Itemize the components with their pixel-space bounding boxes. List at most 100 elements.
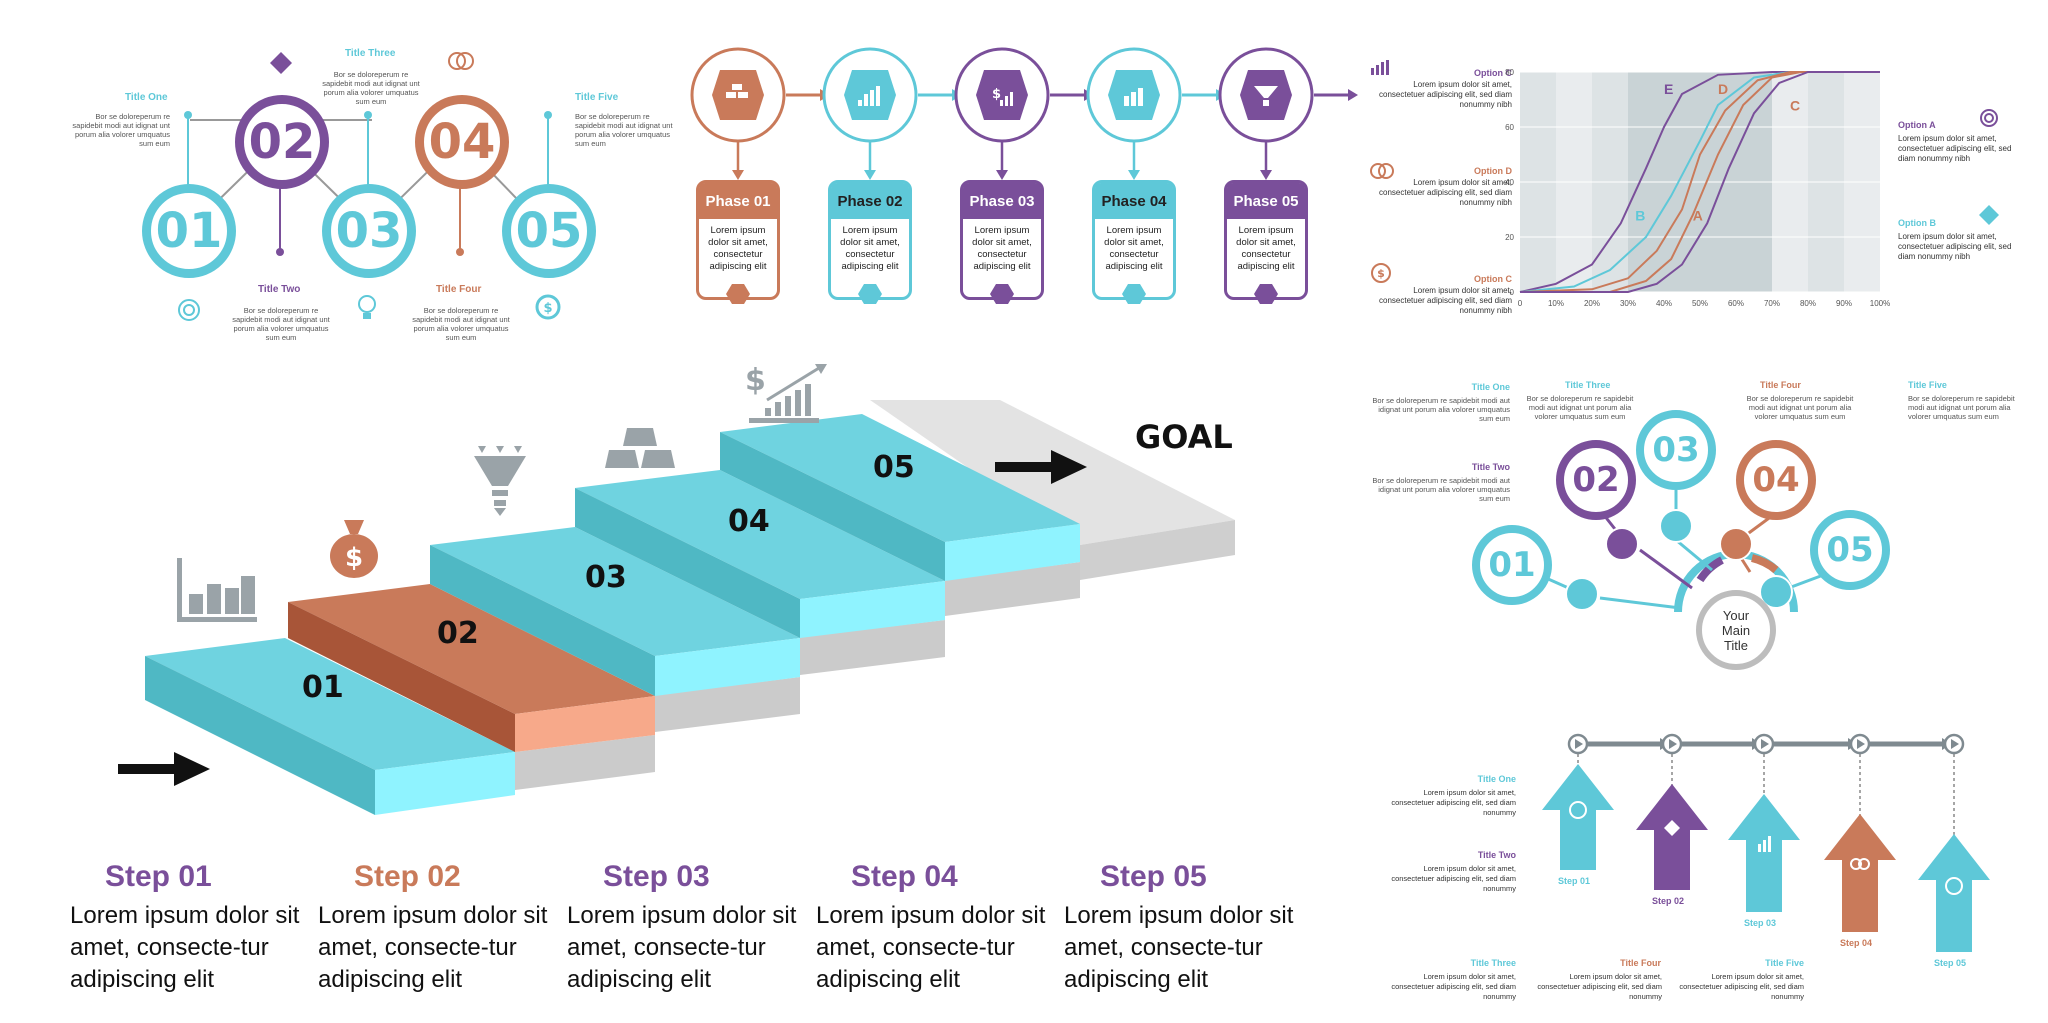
series-label-B: B xyxy=(1635,208,1645,224)
brain-icon xyxy=(1370,163,1394,179)
phase-body-03: Lorem ipsum dolor sit amet, consectetur … xyxy=(972,225,1032,272)
arrow-step-label-03: Step 03 xyxy=(1744,918,1777,928)
fan-text-four: Bor se doloreperum re sapidebit modi aut… xyxy=(1746,394,1854,421)
panel1-title-five: Title Five xyxy=(575,92,619,103)
stair-number-05: 05 xyxy=(873,450,915,485)
circle-04: 04 xyxy=(415,95,509,189)
x-tick-label: 10% xyxy=(1548,299,1564,308)
x-tick-label: 50% xyxy=(1692,299,1708,308)
stopwatch-icon xyxy=(178,299,200,321)
panel1-text-five: Bor se doloreperum re sapidebit modi aut… xyxy=(575,112,673,148)
step-title-04: Step 04 xyxy=(851,860,958,893)
x-tick-label: 70% xyxy=(1764,299,1780,308)
x-tick-label: 0 xyxy=(1518,299,1523,308)
fan-connectors xyxy=(1509,490,1843,613)
phase-card-02: Phase 02 Lorem ipsum dolor sit amet, con… xyxy=(828,180,912,300)
fan-title-five: Title Five xyxy=(1908,380,1947,390)
fan-text-one: Bor se doloreperum re sapidebit modi aut… xyxy=(1372,396,1510,423)
phase-label-02: Phase 02 xyxy=(831,183,909,219)
phase-label-01: Phase 01 xyxy=(699,183,777,219)
phase-flow-arrows: $ xyxy=(690,47,1358,180)
y-tick-label: 60 xyxy=(1505,123,1514,132)
option-left-text-2: Lorem ipsum dolor sit amet, consectetuer… xyxy=(1379,178,1512,207)
panel1-text-two: Bor se doloreperum re sapidebit modi aut… xyxy=(232,306,330,342)
phase-body-02: Lorem ipsum dolor sit amet, consectetur … xyxy=(840,225,900,272)
phase-card-bottom-badges xyxy=(726,284,1278,304)
phase-card-03: Phase 03 Lorem ipsum dolor sit amet, con… xyxy=(960,180,1044,300)
stair-number-04: 04 xyxy=(728,504,770,539)
arrow-text-three: Lorem ipsum dolor sit amet, consectetuer… xyxy=(1391,972,1516,1001)
panel-3d-stairs: GOAL 01 02 03 04 05 $ $ Step 01 Lorem ip… xyxy=(0,340,1320,1023)
step-desc-02: Lorem ipsum dolor sit amet, consecte-tur… xyxy=(318,902,548,993)
phase-body-04: Lorem ipsum dolor sit amet, consectetur … xyxy=(1104,225,1164,272)
stair-number-02: 02 xyxy=(437,616,479,651)
panel1-text-three: Bor se doloreperum re sapidebit modi aut… xyxy=(322,70,420,106)
x-tick-label: 100% xyxy=(1870,299,1890,308)
puzzle-icon xyxy=(270,52,292,74)
option-left-title-1: Option C xyxy=(1474,68,1512,78)
phase-body-01: Lorem ipsum dolor sit amet, consectetur … xyxy=(708,225,768,272)
svg-text:$: $ xyxy=(1377,267,1385,280)
fan-circle-03: 03 xyxy=(1636,410,1716,490)
x-tick-label: 60% xyxy=(1728,299,1744,308)
start-arrow-icon xyxy=(118,752,210,786)
stair-number-03: 03 xyxy=(585,560,627,595)
x-tick-label: 30% xyxy=(1620,299,1636,308)
lightbulb-icon xyxy=(358,295,376,319)
arrow-text-two: Lorem ipsum dolor sit amet, consectetuer… xyxy=(1391,864,1516,893)
gold-bars-icon xyxy=(605,428,675,468)
phase-body-05: Lorem ipsum dolor sit amet, consectetur … xyxy=(1236,225,1296,272)
option-left-text-1: Lorem ipsum dolor sit amet, consectetuer… xyxy=(1379,80,1512,109)
arrow-step-label-01: Step 01 xyxy=(1558,876,1591,886)
arrow-title-one: Title One xyxy=(1477,774,1516,784)
arrow-text-four: Lorem ipsum dolor sit amet, consectetuer… xyxy=(1537,972,1662,1001)
fan-text-two: Bor se doloreperum re sapidebit modi aut… xyxy=(1372,476,1510,503)
option-left-text-3: Lorem ipsum dolor sit amet, consectetuer… xyxy=(1379,286,1512,315)
panel-arrows-timeline: Title One Lorem ipsum dolor sit amet, co… xyxy=(1360,720,2048,1023)
phase-card-04: Phase 04 Lorem ipsum dolor sit amet, con… xyxy=(1092,180,1176,300)
y-tick-label: 80 xyxy=(1505,68,1514,77)
step-desc-05: Lorem ipsum dolor sit amet, consecte-tur… xyxy=(1064,902,1294,993)
series-label-D: D xyxy=(1718,81,1728,97)
money-bag-icon: $ xyxy=(330,520,378,578)
panel-fan-bubbles: Title One Bor se doloreperum re sapidebi… xyxy=(1360,370,2048,670)
circle-03: 03 xyxy=(322,184,416,278)
panel1-title-two: Title Two xyxy=(258,284,301,295)
panel1-text-one: Bor se doloreperum re sapidebit modi aut… xyxy=(72,112,170,148)
stairs-graphic xyxy=(145,400,1235,815)
fan-main-title: Your Main Title xyxy=(1696,590,1776,670)
fan-text-five: Bor se doloreperum re sapidebit modi aut… xyxy=(1908,394,2015,421)
circle-02: 02 xyxy=(235,95,329,189)
panel1-text-four: Bor se doloreperum re sapidebit modi aut… xyxy=(412,306,510,342)
option-right-text-1: Lorem ipsum dolor sit amet, consectetuer… xyxy=(1898,134,2012,163)
x-tick-label: 80% xyxy=(1800,299,1816,308)
series-label-A: A xyxy=(1693,208,1703,224)
option-icon-1 xyxy=(1371,60,1389,75)
series-label-C: C xyxy=(1790,98,1800,114)
fan-circle-05: 05 xyxy=(1810,510,1890,590)
fan-title-one: Title One xyxy=(1471,382,1510,392)
phase-label-05: Phase 05 xyxy=(1227,183,1305,219)
funnel-icon xyxy=(474,446,526,516)
fan-title-two: Title Two xyxy=(1471,462,1510,472)
fan-title-four: Title Four xyxy=(1760,380,1801,390)
panel1-title-four: Title Four xyxy=(436,284,482,295)
arrow-text-one: Lorem ipsum dolor sit amet, consectetuer… xyxy=(1391,788,1516,817)
option-left-title-3: Option C xyxy=(1474,274,1512,284)
series-label-E: E xyxy=(1664,81,1673,97)
option-right-text-2: Lorem ipsum dolor sit amet, consectetuer… xyxy=(1898,232,2012,261)
dollar-growth-icon: $ xyxy=(745,363,827,423)
stair-number-01: 01 xyxy=(302,670,344,705)
svg-text:$: $ xyxy=(745,363,766,398)
y-tick-label: 40 xyxy=(1505,178,1514,187)
goal-label: GOAL xyxy=(1135,418,1233,456)
panel-s-curve-chart: Option C Lorem ipsum dolor sit amet, con… xyxy=(1360,0,2048,330)
fan-title-three: Title Three xyxy=(1565,380,1611,390)
brain-icon xyxy=(448,52,474,70)
series-line-A xyxy=(1520,71,1880,293)
panel1-connectors xyxy=(184,111,552,256)
series-line-E xyxy=(1519,71,1880,293)
option-right-title-2: Option B xyxy=(1898,218,1936,228)
puzzle-icon xyxy=(1979,205,1999,225)
